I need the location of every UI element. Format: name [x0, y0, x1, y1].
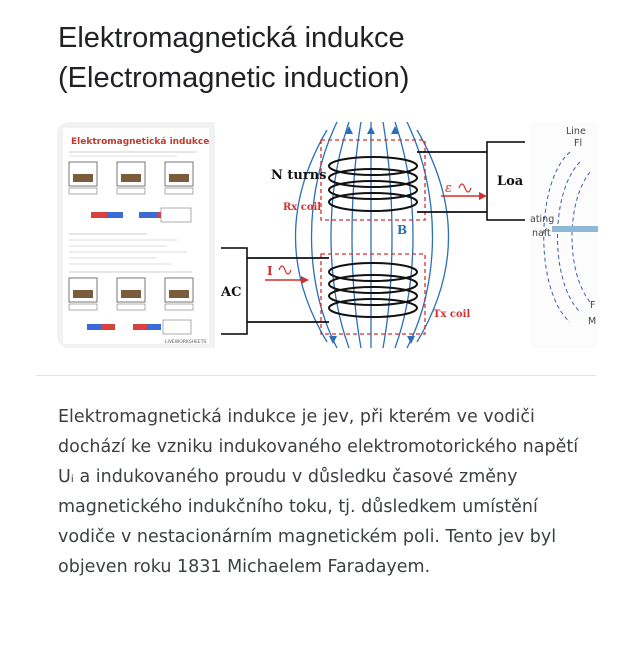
partial-text-3: ating	[530, 214, 554, 225]
title-line-2: (Electromagnetic induction)	[58, 62, 410, 94]
worksheet-watermark: LIVEWORKSHEETS	[165, 339, 207, 345]
page-title: Elektromagnetická indukce (Electromagnet…	[58, 18, 409, 98]
load-label: Loa	[497, 174, 524, 189]
worksheet-image: Elektromagnetická indukce	[57, 122, 215, 348]
partial-text-1: Line	[566, 126, 586, 137]
description-text: Elektromagnetická indukce je jev, při kt…	[58, 407, 579, 577]
partial-text-2: Fl	[574, 138, 582, 149]
tx-coil-label: Tx coil	[433, 309, 470, 320]
current-label: I	[267, 264, 273, 278]
image-thumbnail-worksheet[interactable]: Elektromagnetická indukce	[57, 122, 215, 348]
image-thumbnail-induction-diagram[interactable]: Loa AC N turns Rx coil Tx coil B ε I	[221, 122, 525, 348]
n-turns-label: N turns	[271, 168, 327, 183]
image-carousel[interactable]: Elektromagnetická indukce	[57, 122, 598, 348]
partial-text-4: naft	[532, 228, 551, 239]
partial-text-5: F	[590, 300, 595, 311]
section-divider	[36, 375, 596, 376]
image-thumbnail-partial[interactable]: Line Fl ating naft F M	[530, 122, 598, 348]
field-label: B	[397, 223, 407, 237]
induction-diagram-image: Loa AC N turns Rx coil Tx coil B ε I	[221, 122, 525, 348]
title-line-1: Elektromagnetická indukce	[58, 22, 405, 54]
partial-text-6: M	[588, 316, 596, 327]
emf-label: ε	[445, 181, 452, 196]
rx-coil-label: Rx coil	[283, 202, 321, 213]
partial-diagram-image: Line Fl ating naft F M	[530, 122, 598, 348]
ac-label: AC	[221, 285, 241, 300]
worksheet-heading: Elektromagnetická indukce	[71, 137, 209, 147]
